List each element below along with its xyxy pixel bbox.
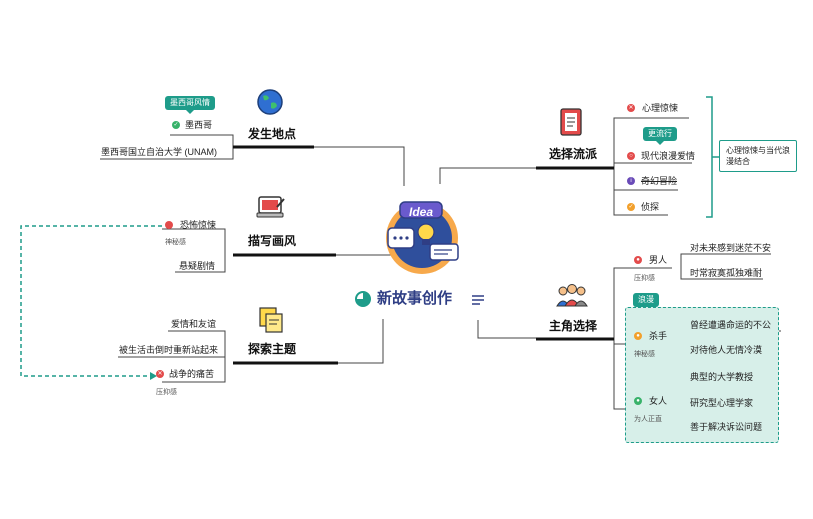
character-woman-note: 为人正直 bbox=[634, 416, 662, 423]
character-killer[interactable]: 杀手 bbox=[649, 331, 668, 341]
location-item-unam[interactable]: 墨西哥国立自治大学 (UNAM) bbox=[101, 147, 217, 157]
theme-item-love-friendship[interactable]: 爱情和友谊 bbox=[171, 319, 217, 329]
branch-genre[interactable]: 选择流派 bbox=[549, 147, 598, 161]
style-item-suspense[interactable]: 悬疑剧情 bbox=[179, 261, 216, 271]
genre-item-thriller[interactable]: 心理惊悚 bbox=[642, 103, 679, 113]
location-item-mexico[interactable]: 墨西哥 bbox=[185, 120, 213, 130]
romance-highlight-boundary[interactable] bbox=[625, 307, 779, 443]
people-icon bbox=[556, 284, 588, 307]
character-man-note: 压抑感 bbox=[634, 275, 655, 282]
genre-item-detective[interactable]: 侦探 bbox=[641, 202, 660, 212]
woman-trait-1[interactable]: 典型的大学教授 bbox=[690, 372, 754, 382]
style-note-mystery: 神秘感 bbox=[165, 239, 186, 246]
genre-item-romance[interactable]: 现代浪漫爱情 bbox=[641, 151, 696, 161]
killer-trait-1[interactable]: 曾经遭遇命运的不公 bbox=[690, 320, 772, 330]
branch-location[interactable]: 发生地点 bbox=[248, 127, 297, 141]
tag-romance[interactable]: 浪漫 bbox=[633, 293, 659, 307]
tag-more-popular[interactable]: 更流行 bbox=[643, 127, 677, 145]
laptop-icon bbox=[256, 196, 285, 218]
theme-item-stand-up[interactable]: 被生活击倒时重新站起来 bbox=[119, 345, 219, 355]
man-trait-1[interactable]: 对未来感到迷茫不安 bbox=[690, 243, 772, 253]
sticky-notes-icon bbox=[259, 307, 283, 333]
red-dot-icon bbox=[165, 221, 173, 229]
genre-icon-fantasy: i bbox=[627, 177, 635, 185]
woman-trait-2[interactable]: 研究型心理学家 bbox=[690, 398, 754, 408]
man-trait-2[interactable]: 时常寂寞孤独难耐 bbox=[690, 268, 763, 278]
character-killer-note: 神秘感 bbox=[634, 351, 655, 358]
notebook-icon bbox=[560, 108, 582, 136]
theme-note-oppression: 压抑感 bbox=[156, 389, 177, 396]
genre-icon-detective: ✓ bbox=[627, 203, 635, 211]
branch-theme[interactable]: 探索主题 bbox=[248, 342, 297, 356]
genre-icon-romance: ○ bbox=[627, 152, 635, 160]
killer-icon: ● bbox=[634, 332, 642, 340]
theme-item-war-pain[interactable]: 战争的痛苦 bbox=[169, 369, 215, 379]
woman-icon: ● bbox=[634, 397, 642, 405]
war-icon: ✕ bbox=[156, 370, 164, 378]
style-item-horror[interactable]: 恐怖惊悚 bbox=[180, 220, 217, 230]
character-woman[interactable]: 女人 bbox=[649, 396, 668, 406]
check-icon: ✓ bbox=[172, 121, 180, 129]
genre-item-fantasy[interactable]: 奇幻冒险 bbox=[641, 176, 678, 186]
killer-trait-2[interactable]: 对待他人无情冷漠 bbox=[690, 345, 763, 355]
genre-icon-thriller: ✕ bbox=[627, 104, 635, 112]
notes-icon[interactable] bbox=[471, 294, 485, 306]
tag-mexico-style[interactable]: 墨西哥风情 bbox=[165, 96, 215, 114]
branch-style[interactable]: 描写画风 bbox=[248, 234, 297, 248]
character-man[interactable]: 男人 bbox=[649, 255, 668, 265]
branch-protagonist[interactable]: 主角选择 bbox=[549, 319, 598, 333]
idea-illustration bbox=[386, 201, 459, 274]
central-topic[interactable]: 新故事创作 bbox=[377, 290, 453, 307]
man-icon: ● bbox=[634, 256, 642, 264]
globe-icon bbox=[257, 89, 283, 115]
idea-label: Idea bbox=[409, 205, 434, 219]
woman-trait-3[interactable]: 善于解决诉讼问题 bbox=[690, 422, 763, 432]
pie-icon bbox=[355, 291, 371, 307]
genre-summary[interactable]: 心理惊悚与当代浪漫结合 bbox=[719, 140, 797, 172]
